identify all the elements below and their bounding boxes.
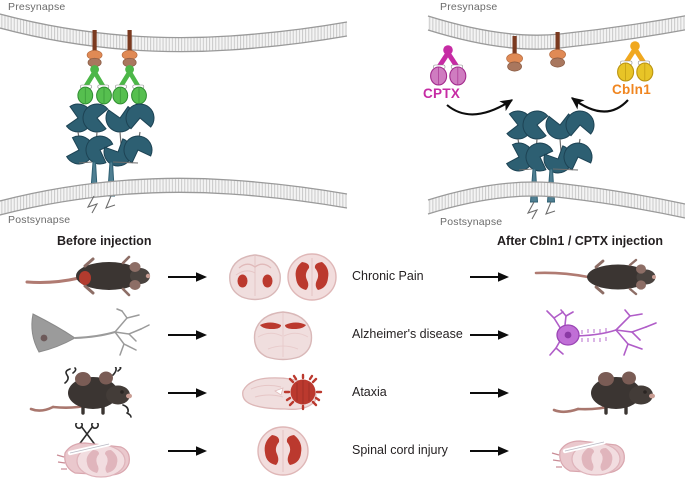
tremoring-mouse-icon — [29, 367, 132, 418]
receptor-cluster-left — [65, 103, 155, 167]
disease-name-text: Chronic Pain — [352, 269, 424, 284]
healthy-purple-neuron-icon — [545, 309, 657, 356]
row-ataxia: Ataxia — [0, 366, 685, 420]
right-arrow-icon — [168, 446, 207, 456]
schematic-panel-before: Presynapse — [0, 0, 348, 232]
after-art-ataxia — [522, 366, 677, 420]
degenerating-neuron-icon — [31, 308, 150, 356]
arrow-before-alzheimers — [160, 308, 216, 362]
disease-name-text: Ataxia — [352, 385, 387, 400]
before-art-alzheimers — [18, 308, 158, 362]
before-injection-heading: Before injection — [57, 234, 152, 248]
before-art-chronic-pain — [18, 250, 158, 304]
before-art-spinal-cord-injury — [18, 423, 158, 478]
arrow-after-chronic-pain — [462, 250, 518, 304]
disease-label-chronic-pain: Chronic Pain — [352, 250, 462, 304]
arrow-before-spinal-cord-injury — [160, 424, 216, 478]
cptx-binding-arrow — [446, 99, 514, 116]
cbln1-green-molecule-1 — [77, 65, 112, 105]
right-arrow-icon — [470, 272, 509, 282]
row-chronic-pain: Chronic Pain — [0, 250, 685, 304]
cptx-label: CPTX — [423, 86, 461, 101]
postsynaptic-membrane-right — [427, 181, 685, 219]
cbln1-molecule — [617, 41, 654, 82]
presynaptic-membrane-right — [427, 15, 685, 50]
arrow-after-alzheimers — [462, 308, 518, 362]
postsynapse-label-right: Postsynapse — [440, 216, 503, 228]
right-arrow-icon — [168, 388, 207, 398]
cut-spinal-cord-icon — [56, 423, 130, 478]
row-spinal-cord-injury: Spinal cord injury — [0, 423, 685, 478]
receptor-intracellular-tails-right — [526, 201, 556, 220]
arrow-after-ataxia — [462, 366, 518, 420]
arrow-after-spinal-cord-injury — [462, 424, 518, 478]
disease-label-alzheimers: Alzheimer's disease — [352, 308, 463, 362]
free-neurexin-2 — [549, 32, 566, 68]
postsynapse-label-left: Postsynapse — [8, 214, 71, 226]
arrow-before-ataxia — [160, 366, 216, 420]
row-alzheimers: Alzheimer's disease — [0, 308, 685, 362]
right-panel-artwork — [427, 15, 685, 220]
coronal-brain-and-cord-icon — [229, 253, 337, 301]
cbln1-green-molecule-2 — [112, 65, 147, 105]
disease-rows-section: Before injection After Cbln1 / CPTX inje… — [0, 232, 685, 478]
healthy-black-mouse-icon — [534, 258, 656, 296]
disease-name-text: Spinal cord injury — [352, 443, 448, 458]
middle-art-chronic-pain — [218, 250, 348, 304]
middle-art-ataxia — [218, 366, 348, 420]
free-neurexin-1 — [506, 36, 523, 72]
sagittal-brain-cerebellum-icon — [242, 373, 323, 411]
right-arrow-icon — [470, 330, 509, 340]
calm-mouse-side-view-icon — [552, 371, 655, 415]
after-art-spinal-cord-injury — [522, 424, 677, 478]
right-arrow-icon — [168, 272, 207, 282]
schematic-panel-after: Presynapse — [400, 0, 685, 232]
repaired-spinal-cord-icon — [551, 439, 625, 476]
neurexin-complex-left-2 — [121, 30, 138, 68]
after-art-alzheimers — [522, 308, 677, 362]
synapse-schematic: Presynapse — [0, 0, 685, 232]
cbln1-label: Cbln1 — [612, 82, 652, 97]
before-art-ataxia — [18, 366, 158, 420]
middle-art-spinal-cord-injury — [218, 424, 348, 478]
middle-art-alzheimers — [218, 308, 348, 362]
right-arrow-icon — [470, 388, 509, 398]
receptor-cluster-right — [505, 110, 595, 174]
disease-label-spinal-cord-injury: Spinal cord injury — [352, 424, 462, 478]
right-arrow-icon — [168, 330, 207, 340]
disease-label-ataxia: Ataxia — [352, 366, 462, 420]
black-mouse-top-view-icon — [25, 255, 151, 297]
cbln1-binding-arrow — [570, 97, 629, 113]
presynapse-label-left: Presynapse — [8, 1, 66, 13]
postsynaptic-membrane-left — [0, 177, 348, 216]
right-arrow-icon — [470, 446, 509, 456]
spinal-cord-cross-section-icon — [257, 426, 309, 476]
neurexin-complex-left-1 — [86, 30, 103, 68]
coronal-brain-hippocampus-icon — [253, 311, 313, 361]
disease-name-text: Alzheimer's disease — [352, 327, 463, 342]
left-panel-artwork — [0, 13, 348, 216]
arrow-before-chronic-pain — [160, 250, 216, 304]
after-injection-heading: After Cbln1 / CPTX injection — [497, 234, 663, 248]
receptor-intracellular-tails-left — [86, 195, 116, 214]
after-art-chronic-pain — [522, 250, 677, 304]
presynapse-label-right: Presynapse — [440, 1, 498, 13]
presynaptic-membrane-left — [0, 13, 348, 53]
cptx-molecule — [430, 45, 467, 86]
